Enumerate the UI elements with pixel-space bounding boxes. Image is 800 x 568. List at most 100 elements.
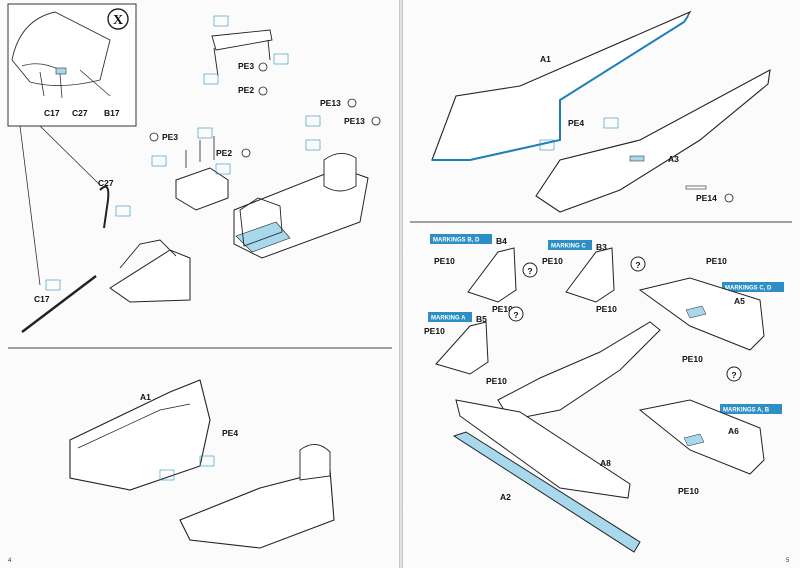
color-callout-box <box>203 73 219 85</box>
color-callout-box <box>539 139 555 151</box>
color-callout-box <box>305 139 321 151</box>
label-pe2-mid: PE2 <box>216 148 232 158</box>
color-callout-box <box>159 469 175 481</box>
label-pe4-right: PE4 <box>568 118 584 128</box>
label-pe2-top: PE2 <box>238 85 254 95</box>
etch-icon <box>371 116 381 126</box>
question-mark-text: ? <box>635 260 640 270</box>
color-callout-box <box>197 127 213 139</box>
label-a8: A8 <box>600 458 611 468</box>
markings-bd-tag <box>430 234 492 244</box>
fuselage-assembly <box>497 321 661 421</box>
question-mark-text: ? <box>513 310 518 320</box>
label-pe10-9: PE10 <box>678 486 699 496</box>
fuselage-a3-paint <box>629 155 645 162</box>
seat-frame <box>239 197 283 247</box>
color-callout-box <box>215 163 231 175</box>
upper-wing-a8 <box>455 399 631 499</box>
part-c27 <box>99 185 110 229</box>
etch-icon <box>258 86 268 96</box>
marking-a-text: MARKING A <box>431 316 466 322</box>
marking-c-tag <box>548 240 592 250</box>
label-b3: B3 <box>596 242 607 252</box>
color-callout-box <box>151 155 167 167</box>
label-pe14: PE14 <box>696 193 717 203</box>
panel-part-legs <box>213 39 271 77</box>
fin-b4 <box>467 247 517 303</box>
label-a6: A6 <box>728 426 739 436</box>
part-c17 <box>21 275 97 333</box>
etch-icon <box>258 62 268 72</box>
right-page-number: 5 <box>786 558 790 564</box>
color-callout-box <box>305 115 321 127</box>
fin-b3 <box>565 247 615 303</box>
label-pe10-8: PE10 <box>682 354 703 364</box>
detail-x-paint-area <box>55 67 67 75</box>
lower-wing-a2 <box>452 431 641 553</box>
label-pe10-4: PE10 <box>596 304 617 314</box>
etch-icon <box>724 193 734 203</box>
color-callout-box <box>213 15 229 27</box>
seat-assembly-struts <box>185 136 215 168</box>
label-pe10-6: PE10 <box>486 376 507 386</box>
label-pe10-7: PE10 <box>706 256 727 266</box>
fuselage-a1-edge-paint <box>432 15 689 161</box>
cockpit-tub-assembly <box>179 469 335 549</box>
rudder-pedal-frame <box>119 239 177 269</box>
markings-cd-tag <box>722 282 784 292</box>
color-callout-box <box>115 205 131 217</box>
tailplane-a6-paint <box>683 433 705 447</box>
detail-x-symbol: X <box>113 13 123 28</box>
label-pe10-3: PE10 <box>542 256 563 266</box>
question-mark-text: ? <box>527 266 532 276</box>
markings-ab-text: MARKINGS A, B <box>723 408 770 414</box>
question-mark-icon <box>630 256 646 272</box>
label-a1-right: A1 <box>540 54 551 64</box>
color-callout-box <box>199 455 215 467</box>
cockpit-floor-paint <box>235 221 291 253</box>
markings-bd-text: MARKINGS B, D <box>433 238 480 244</box>
question-mark-icon <box>726 366 742 382</box>
panel-part-top <box>211 29 273 51</box>
etch-icon <box>347 98 357 108</box>
etch-icon <box>241 148 251 158</box>
callout-leader-lines <box>19 125 101 286</box>
color-callout-box <box>603 117 619 129</box>
instrument-panel-lower <box>299 444 331 481</box>
fuselage-half-a3 <box>535 68 771 213</box>
etch-icon <box>149 132 159 142</box>
question-mark-icon <box>522 262 538 278</box>
label-a5: A5 <box>734 296 745 306</box>
page-fold <box>399 0 403 568</box>
seat-assembly <box>175 167 229 211</box>
label-a2: A2 <box>500 492 511 502</box>
label-pe4-left: PE4 <box>222 428 238 438</box>
callout-label-b17: B17 <box>104 108 120 118</box>
instrument-panel <box>323 153 357 192</box>
question-mark-icon <box>508 306 524 322</box>
markings-cd-text: MARKINGS C, D <box>725 286 772 292</box>
label-b5: B5 <box>476 314 487 324</box>
label-a1-left: A1 <box>140 392 151 402</box>
label-pe10-5: PE10 <box>424 326 445 336</box>
label-pe13-a: PE13 <box>320 98 341 108</box>
detail-x-badge <box>107 8 129 30</box>
detail-x-nose-drawing <box>11 11 111 87</box>
fuselage-half-a1-left <box>69 379 211 491</box>
part-pe14 <box>685 185 707 190</box>
marking-c-text: MARKING C <box>551 244 586 250</box>
tailplane-a6 <box>638 399 765 475</box>
callout-label-c27: C27 <box>72 108 88 118</box>
label-c17: C17 <box>34 294 50 304</box>
detail-x-lines <box>21 63 111 99</box>
label-pe3-top: PE3 <box>238 61 254 71</box>
question-mark-text: ? <box>731 370 736 380</box>
color-callout-box <box>45 279 61 291</box>
fin-b5 <box>435 321 489 375</box>
color-callout-box <box>273 53 289 65</box>
label-pe10-2: PE10 <box>492 304 513 314</box>
label-c27: C27 <box>98 178 114 188</box>
label-pe13-b: PE13 <box>344 116 365 126</box>
label-pe10-1: PE10 <box>434 256 455 266</box>
